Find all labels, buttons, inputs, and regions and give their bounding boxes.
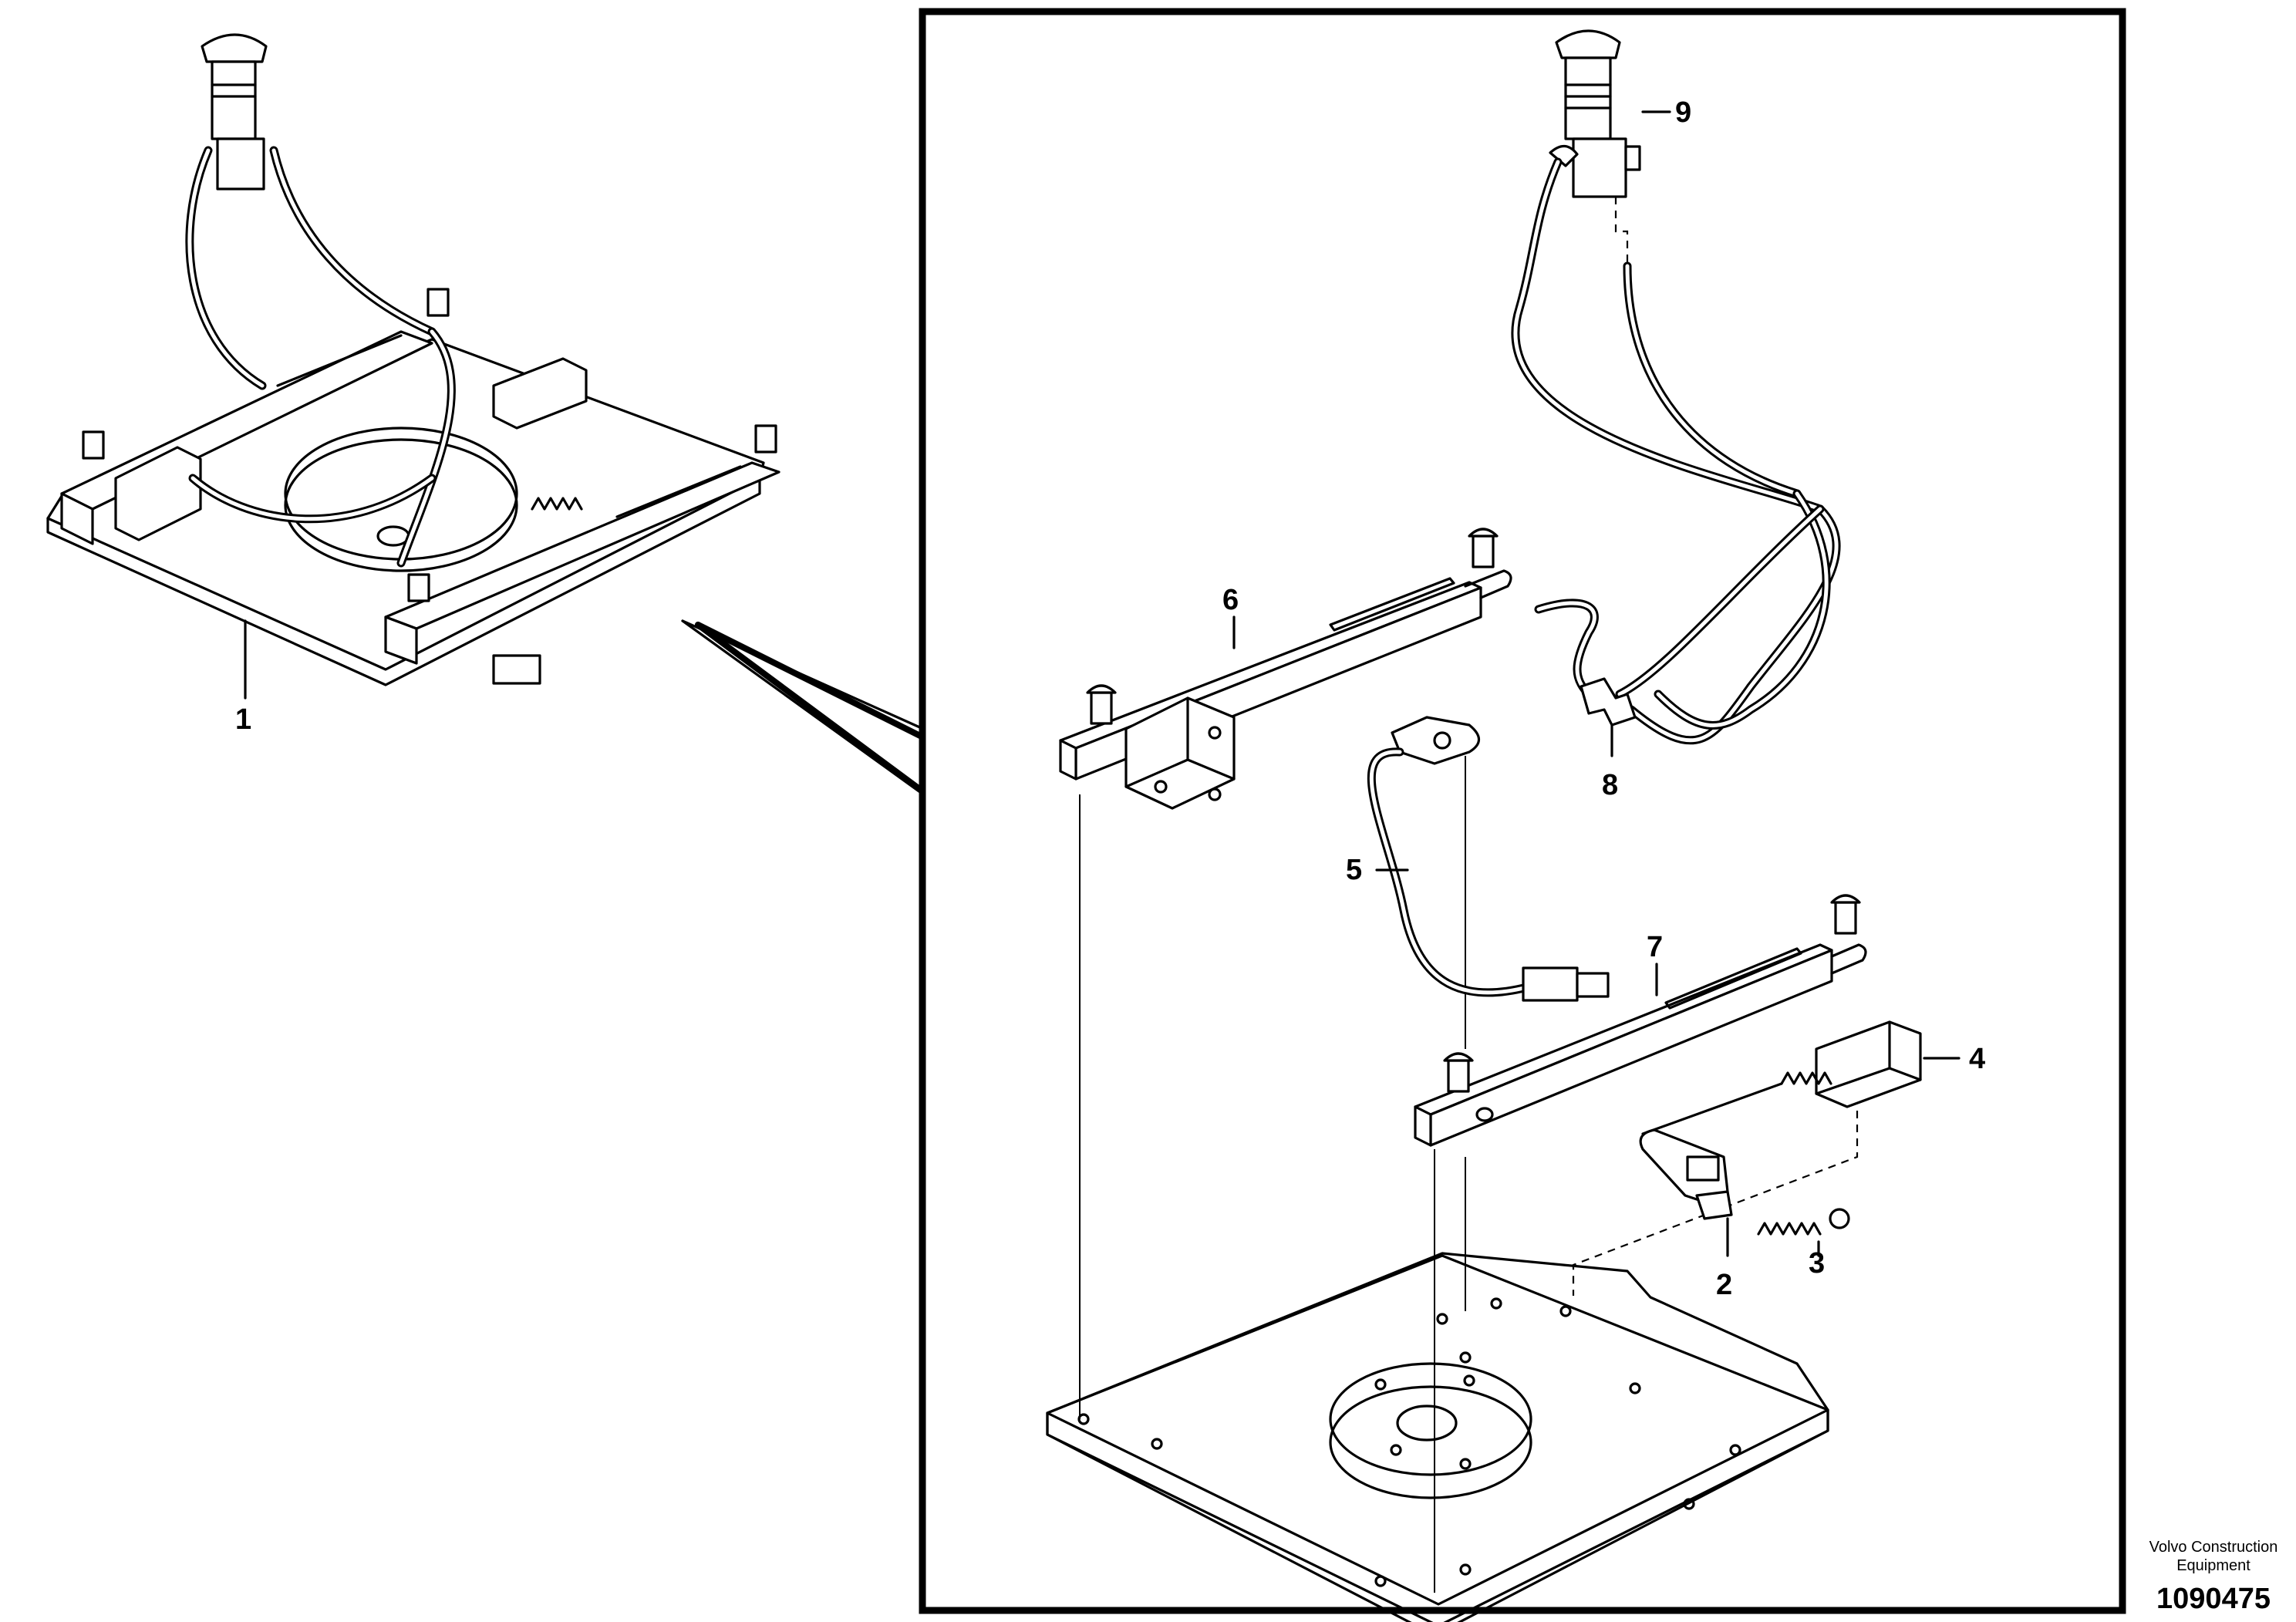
assembled-seat-slide xyxy=(46,33,781,700)
zoom-wedge xyxy=(681,619,925,796)
exploded-view xyxy=(1046,29,1961,1622)
callout-3: 3 xyxy=(1809,1247,1825,1280)
document-number: 1090475 xyxy=(2156,1583,2271,1615)
detail-frame xyxy=(919,8,2126,1614)
callout-6: 6 xyxy=(1222,584,1239,616)
callout-1: 1 xyxy=(235,703,251,736)
callout-9: 9 xyxy=(1675,96,1691,129)
callout-4: 4 xyxy=(1969,1043,1985,1075)
callout-labels: 1 2 3 4 5 6 7 8 9 xyxy=(235,96,1985,1301)
footer: Volvo Construction Equipment 1090475 xyxy=(2149,1539,2278,1615)
callout-2: 2 xyxy=(1716,1269,1732,1301)
brand-line-1: Volvo Construction xyxy=(2149,1539,2278,1556)
callout-5: 5 xyxy=(1346,854,1362,886)
callout-8: 8 xyxy=(1602,769,1618,801)
brand-line-2: Equipment xyxy=(2176,1557,2250,1574)
callout-7: 7 xyxy=(1647,931,1663,963)
